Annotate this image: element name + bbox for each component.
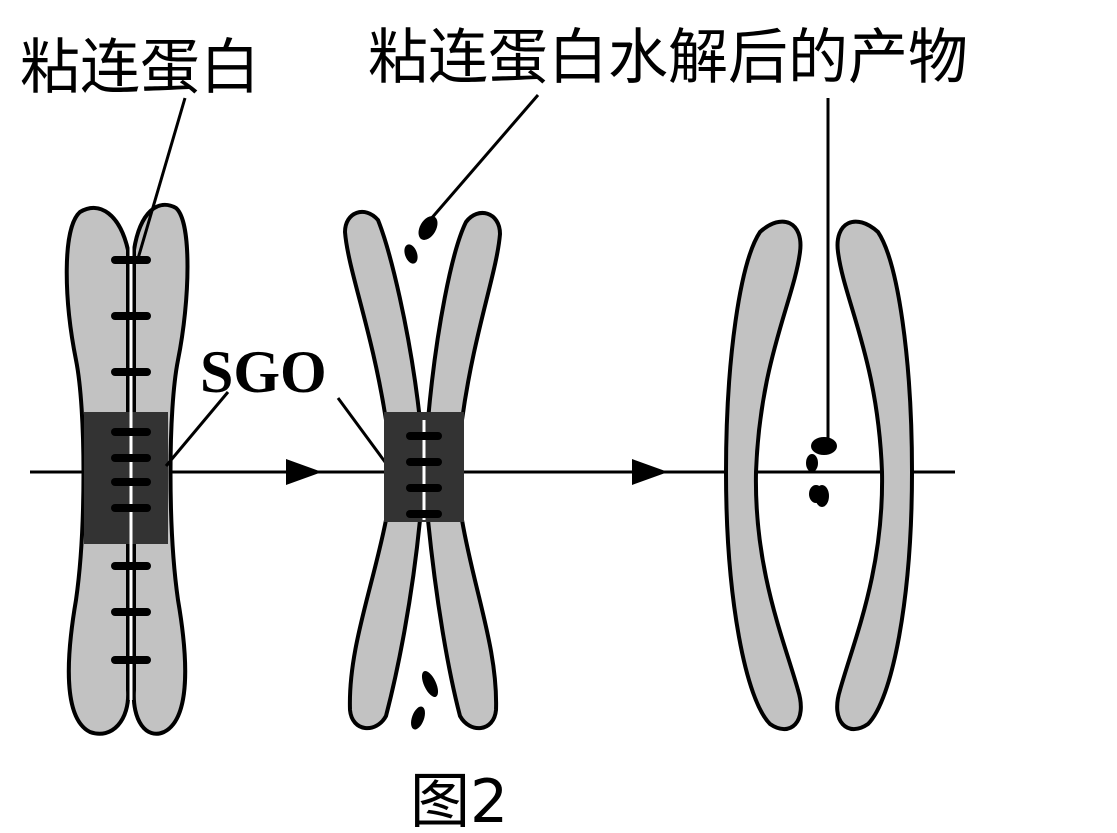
cohesin-fragments [806,437,837,507]
sgo-leader-2 [336,397,390,467]
figure-caption: 图2 [410,767,508,833]
chromosome-stage-1 [64,97,190,736]
cohesin-products-label: 粘连蛋白水解后的产物 [368,23,968,93]
sgo-leader-1 [164,391,230,467]
cohesin-ticks [406,432,442,518]
right-arrow-icon [286,459,322,485]
chromatid-left [723,219,803,731]
cohesin-leader [135,97,187,263]
chromosome-stage-2 [342,94,540,731]
process-axis [30,459,955,485]
cohesin-fragments [404,216,439,730]
chromatid-right [835,219,915,731]
chromosome-stage-3 [723,98,915,731]
cohesin-label: 粘连蛋白 [20,33,260,103]
right-arrow-icon [632,459,668,485]
cohesin-ticks [111,256,151,664]
sgo-label: SGO [200,339,327,405]
cohesin-products-leader [428,94,540,221]
